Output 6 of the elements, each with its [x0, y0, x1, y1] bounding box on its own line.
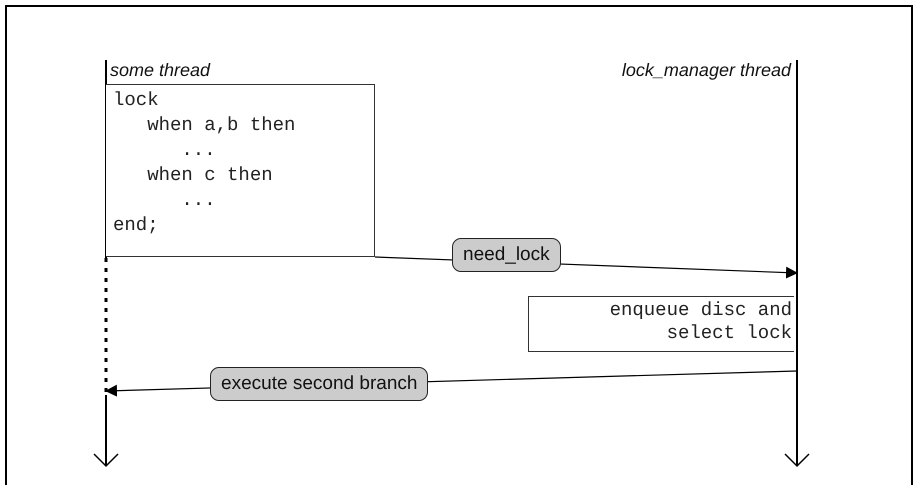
- process-box: enqueue disc and select lock: [528, 296, 794, 352]
- code-box: lock when a,b then ... when c then ... end;: [106, 84, 375, 257]
- thread-label: some thread: [110, 60, 210, 81]
- edge-label: execute second branch: [210, 367, 428, 401]
- thread-label: lock_manager thread: [622, 60, 791, 81]
- edge-label: need_lock: [452, 238, 561, 272]
